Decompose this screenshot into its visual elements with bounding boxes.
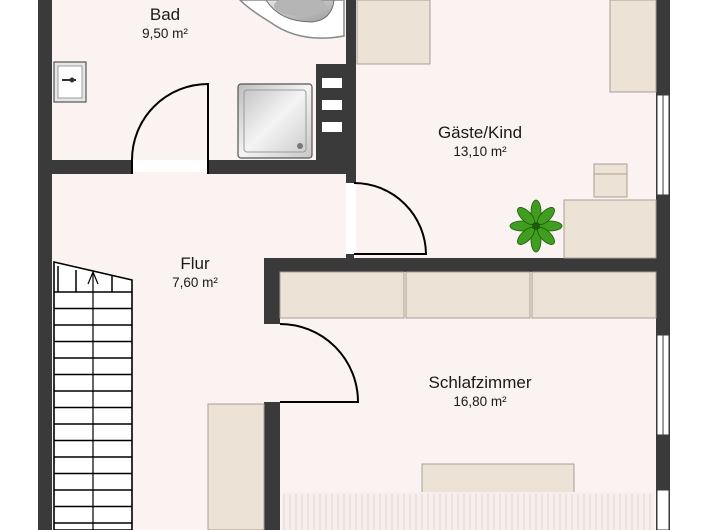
wall-left [38, 0, 52, 530]
chair-gaeste [593, 163, 628, 198]
furniture-gaeste [356, 0, 657, 259]
door-gaeste [353, 182, 428, 255]
wall-bad-right [346, 0, 356, 183]
room-area: 7,60 m² [172, 275, 218, 290]
window-bottom-right [656, 489, 670, 530]
wall-bad-bottom-left [52, 160, 132, 174]
bathroom-shelf [316, 64, 348, 160]
plant-icon [509, 199, 563, 253]
room-label-gaeste-kind: Gäste/Kind 13,10 m² [438, 123, 522, 161]
room-label-bad: Bad 9,50 m² [142, 5, 188, 43]
desk-gaeste-bottom [563, 199, 657, 259]
room-name: Schlafzimmer [428, 373, 532, 392]
room-area: 13,10 m² [453, 144, 507, 159]
wall-mid [264, 258, 670, 272]
wall-schlaf-left [264, 402, 280, 530]
wall-mid-left [264, 258, 280, 324]
washbasin-icon [53, 61, 87, 103]
desk-gaeste-top [356, 0, 431, 65]
room-label-flur: Flur 7,60 m² [172, 254, 218, 292]
staircase-icon [53, 260, 133, 530]
room-name: Gäste/Kind [437, 123, 523, 142]
wardrobe-2 [405, 271, 531, 319]
room-name: Bad [149, 5, 181, 24]
wardrobe-1 [279, 271, 405, 319]
shower-icon [237, 83, 313, 159]
room-area: 16,80 m² [453, 394, 507, 409]
room-area: 9,50 m² [142, 26, 188, 41]
flur-wardrobe [207, 403, 265, 530]
windows [656, 94, 670, 530]
door-bad [131, 82, 209, 174]
room-name: Flur [180, 254, 210, 273]
bathtub-icon [238, 0, 345, 39]
doors [131, 82, 428, 403]
wall-gaeste-bottom-left [346, 254, 354, 258]
furniture-schlafzimmer [279, 271, 657, 530]
wall-bad-bottom-right [208, 160, 354, 174]
wardrobe-gaeste-right [609, 0, 657, 93]
wardrobe-3 [531, 271, 657, 319]
door-schlaf [279, 323, 360, 403]
room-label-schlafzimmer: Schlafzimmer 16,80 m² [429, 373, 532, 411]
